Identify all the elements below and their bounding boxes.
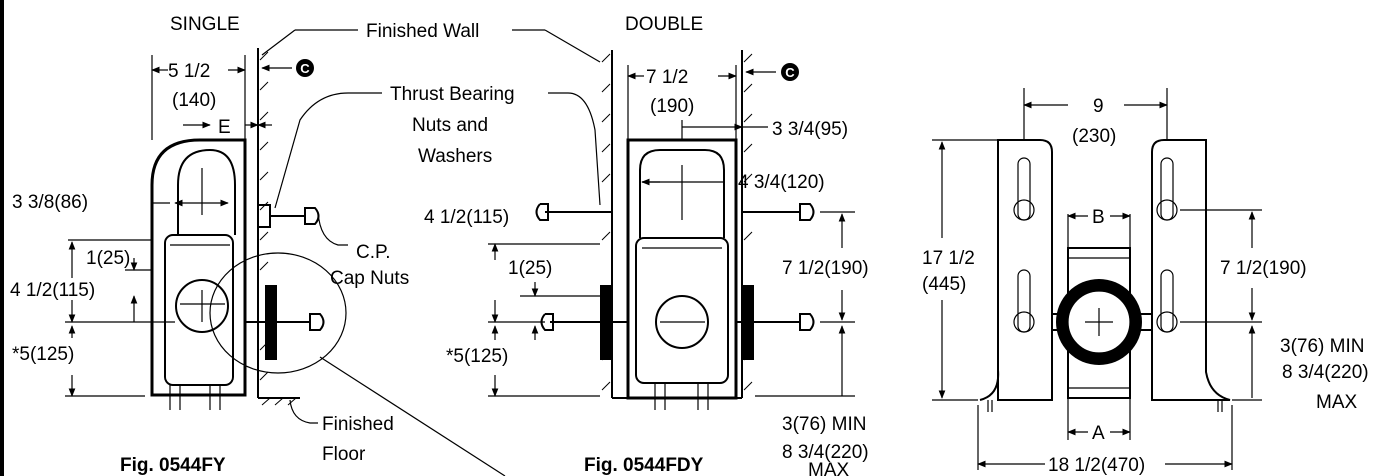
double-max-1: 8 3/4(220) (782, 442, 869, 463)
thrust-line-1: Thrust Bearing (390, 84, 515, 105)
single-outlet (175, 279, 229, 333)
double-fixture-panel (635, 237, 729, 384)
single-title: SINGLE (170, 14, 240, 35)
single-fixture-body (150, 138, 247, 397)
double-dim-width-mm: (190) (650, 96, 694, 117)
single-dim-width: 5 1/2 (168, 61, 210, 82)
bracket-left (979, 139, 1053, 401)
single-finished-floor-1: Finished (322, 414, 394, 435)
double-min: 3(76) MIN (782, 414, 866, 435)
single-figure-label: Fig. 0544FY (120, 455, 226, 476)
double-view: DOUBLE (424, 14, 869, 476)
single-dim-5: *5(125) (12, 344, 74, 365)
bracket-dim-7-1-2: 7 1/2(190) (1220, 258, 1307, 279)
bracket-dim-18-1-2: 18 1/2(470) (1048, 455, 1145, 476)
bracket-right (1151, 139, 1231, 401)
finished-wall-label: Finished Wall (366, 21, 479, 42)
double-dim-1: 1(25) (508, 258, 552, 279)
double-dim-3-3-4: 3 3/4(95) (772, 119, 848, 140)
single-cap-nuts-1: C.P. (356, 242, 391, 263)
single-detail-ellipse (209, 252, 347, 374)
bracket-dim-9-mm: (230) (1072, 126, 1116, 147)
double-dim-width: 7 1/2 (646, 67, 688, 88)
double-dim-7-1-2: 7 1/2(190) (782, 258, 869, 279)
bracket-dim-a: A (1092, 423, 1105, 444)
double-dim-4-1-2: 4 1/2(115) (424, 207, 509, 228)
double-outlet (655, 295, 709, 349)
double-c-marker: C (785, 65, 795, 80)
single-fixture-panel (164, 234, 234, 386)
double-max-2: MAX (808, 460, 850, 476)
single-c-marker: C (300, 61, 310, 76)
single-fixture-inner (177, 148, 236, 235)
single-dim-4-1-2: 4 1/2(115) (10, 280, 95, 301)
bracket-view: 9 (230) B 17 1/2 (445) 7 1/2(190) 3(76) … (922, 88, 1369, 476)
bracket-min: 3(76) MIN (1280, 336, 1364, 357)
single-dim-1: 1(25) (86, 248, 130, 269)
single-dim-e: E (218, 117, 231, 138)
double-title: DOUBLE (625, 14, 703, 35)
double-dim-5: *5(125) (446, 346, 508, 367)
bracket-dim-b: B (1092, 207, 1105, 228)
single-cap-nuts-2: Cap Nuts (330, 268, 409, 289)
single-dim-width-mm: (140) (172, 90, 216, 111)
thrust-line-3: Washers (418, 146, 492, 167)
single-finished-floor-2: Floor (322, 444, 366, 465)
bracket-dim-17-1-2: 17 1/2 (922, 248, 975, 269)
bracket-dim-9: 9 (1093, 96, 1104, 117)
single-dim-3-3-8: 3 3/8(86) (12, 192, 88, 213)
double-dim-4-3-4: 4 3/4(120) (738, 172, 825, 193)
double-figure-label: Fig. 0544FDY (584, 455, 704, 476)
bracket-dim-17-1-2-mm: (445) (922, 274, 966, 295)
bracket-max-2: MAX (1316, 392, 1358, 413)
single-view: SINGLE (10, 14, 506, 476)
thrust-line-2: Nuts and (412, 115, 488, 136)
bracket-max-1: 8 3/4(220) (1282, 362, 1369, 383)
